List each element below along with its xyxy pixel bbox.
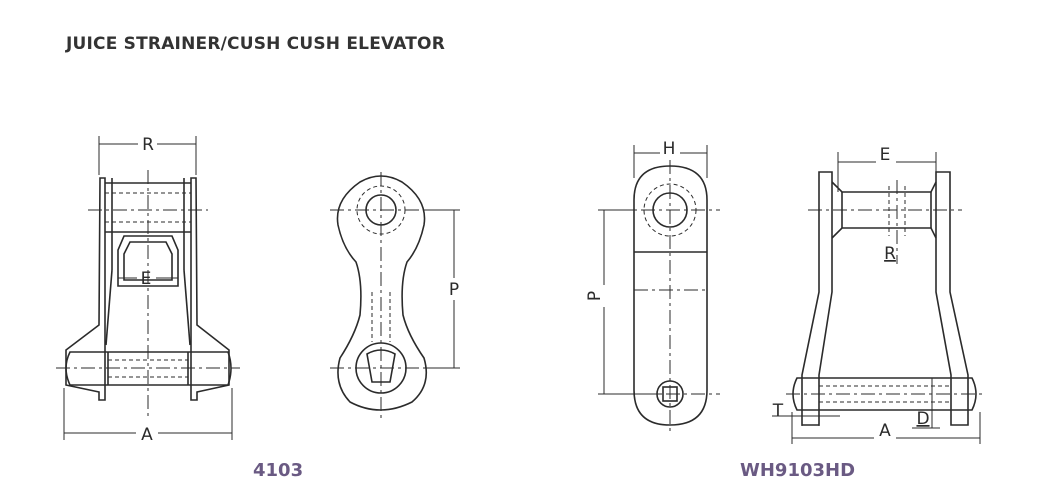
dimension-label-r-2: R bbox=[884, 244, 896, 264]
dimension-label-e: E bbox=[141, 269, 152, 289]
dimension-label-a-2: A bbox=[879, 421, 891, 441]
dimension-label-a: A bbox=[141, 425, 153, 445]
dimension-label-p-2: P bbox=[585, 291, 605, 301]
chain-link-wh9103hd-side-view bbox=[598, 145, 720, 432]
page-title: JUICE STRAINER/CUSH CUSH ELEVATOR bbox=[66, 34, 445, 54]
model-label-wh9103hd: WH9103HD bbox=[740, 460, 856, 481]
dimension-label-t: T bbox=[772, 401, 784, 421]
dimension-label-r: R bbox=[142, 135, 154, 155]
dimension-label-e-2: E bbox=[880, 145, 891, 165]
chain-link-4103-side-view bbox=[330, 172, 460, 420]
model-label-4103: 4103 bbox=[253, 460, 304, 481]
dimension-label-h: H bbox=[663, 139, 676, 159]
chain-link-4103-front-view bbox=[56, 136, 240, 440]
dimension-label-d: D bbox=[916, 409, 929, 429]
chain-link-wh9103hd-front-view bbox=[772, 152, 984, 444]
dimension-label-p: P bbox=[449, 280, 459, 300]
